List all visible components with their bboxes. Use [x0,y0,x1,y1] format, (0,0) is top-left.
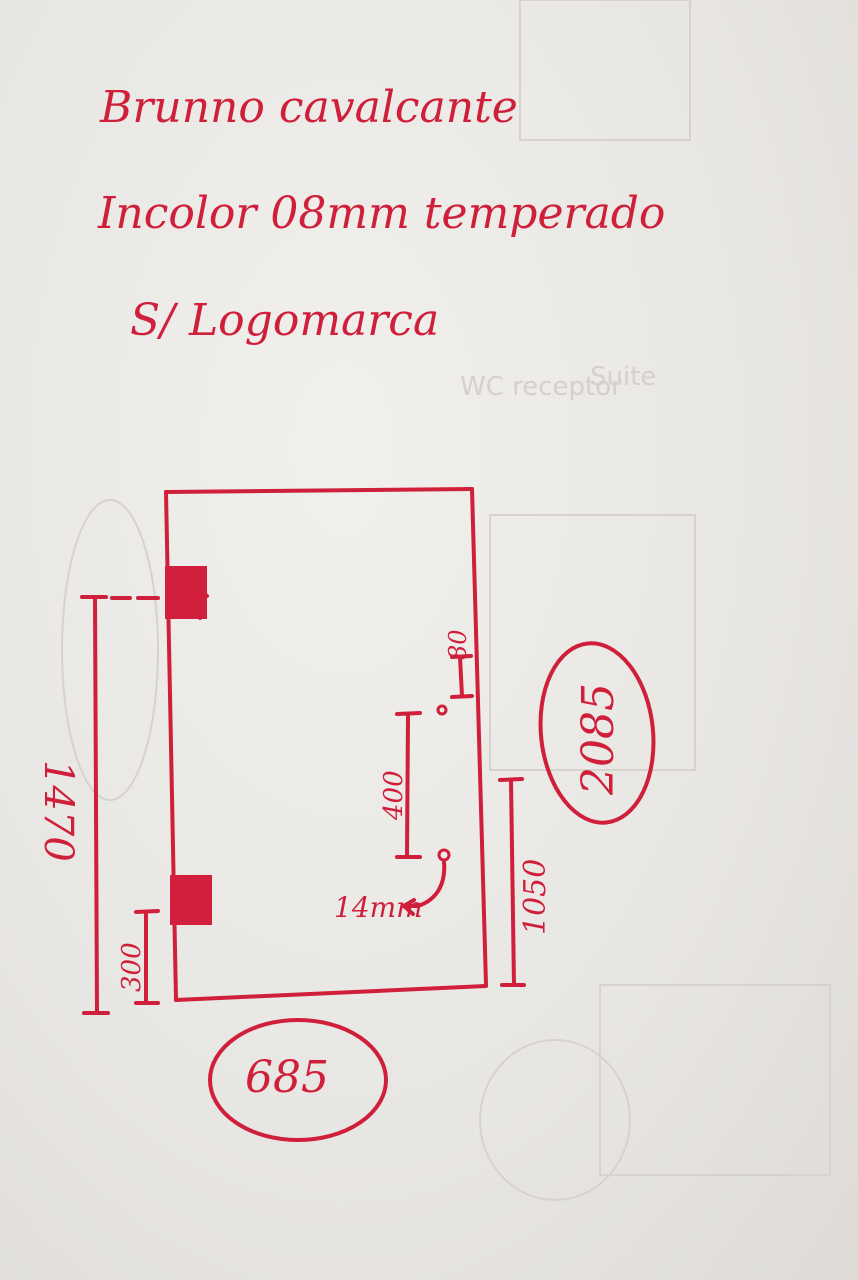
top-handle-hole [436,704,448,716]
hole-offset-label: 80 [444,629,472,660]
width-label: 685 [245,1052,329,1103]
hinge-span-label: 1470 [35,760,81,862]
logo-note: S/ Logomarca [130,295,439,346]
glass-spec: Incolor 08mm temperado [97,188,665,239]
hinge-span-dimension [80,595,160,1015]
door-panel [164,487,488,1002]
client-name: Brunno cavalcante [99,82,518,133]
svg-text:WC receptor: WC receptor [460,372,622,402]
handle-height-label: 1050 [518,859,553,935]
handle-spacing-dimension [395,711,422,859]
bottom-handle-hole [437,848,451,862]
handle-spacing-label: 400 [379,770,409,821]
total-height-circle [538,641,656,825]
bottom-hinge-offset-dimension [134,909,160,1005]
hole-diameter-leader [402,860,447,908]
width-circle [208,1018,388,1142]
bottom-hinge-offset-label: 300 [117,942,147,992]
svg-text:Suite: Suite [590,362,656,392]
total-height-label: 2085 [573,683,624,796]
hole-offset-dimension [450,654,474,699]
handle-height-dimension [498,777,526,987]
bleed-through-marks: WC receptor Suite [61,0,831,1201]
hole-diameter-label: 14mm [334,891,423,924]
